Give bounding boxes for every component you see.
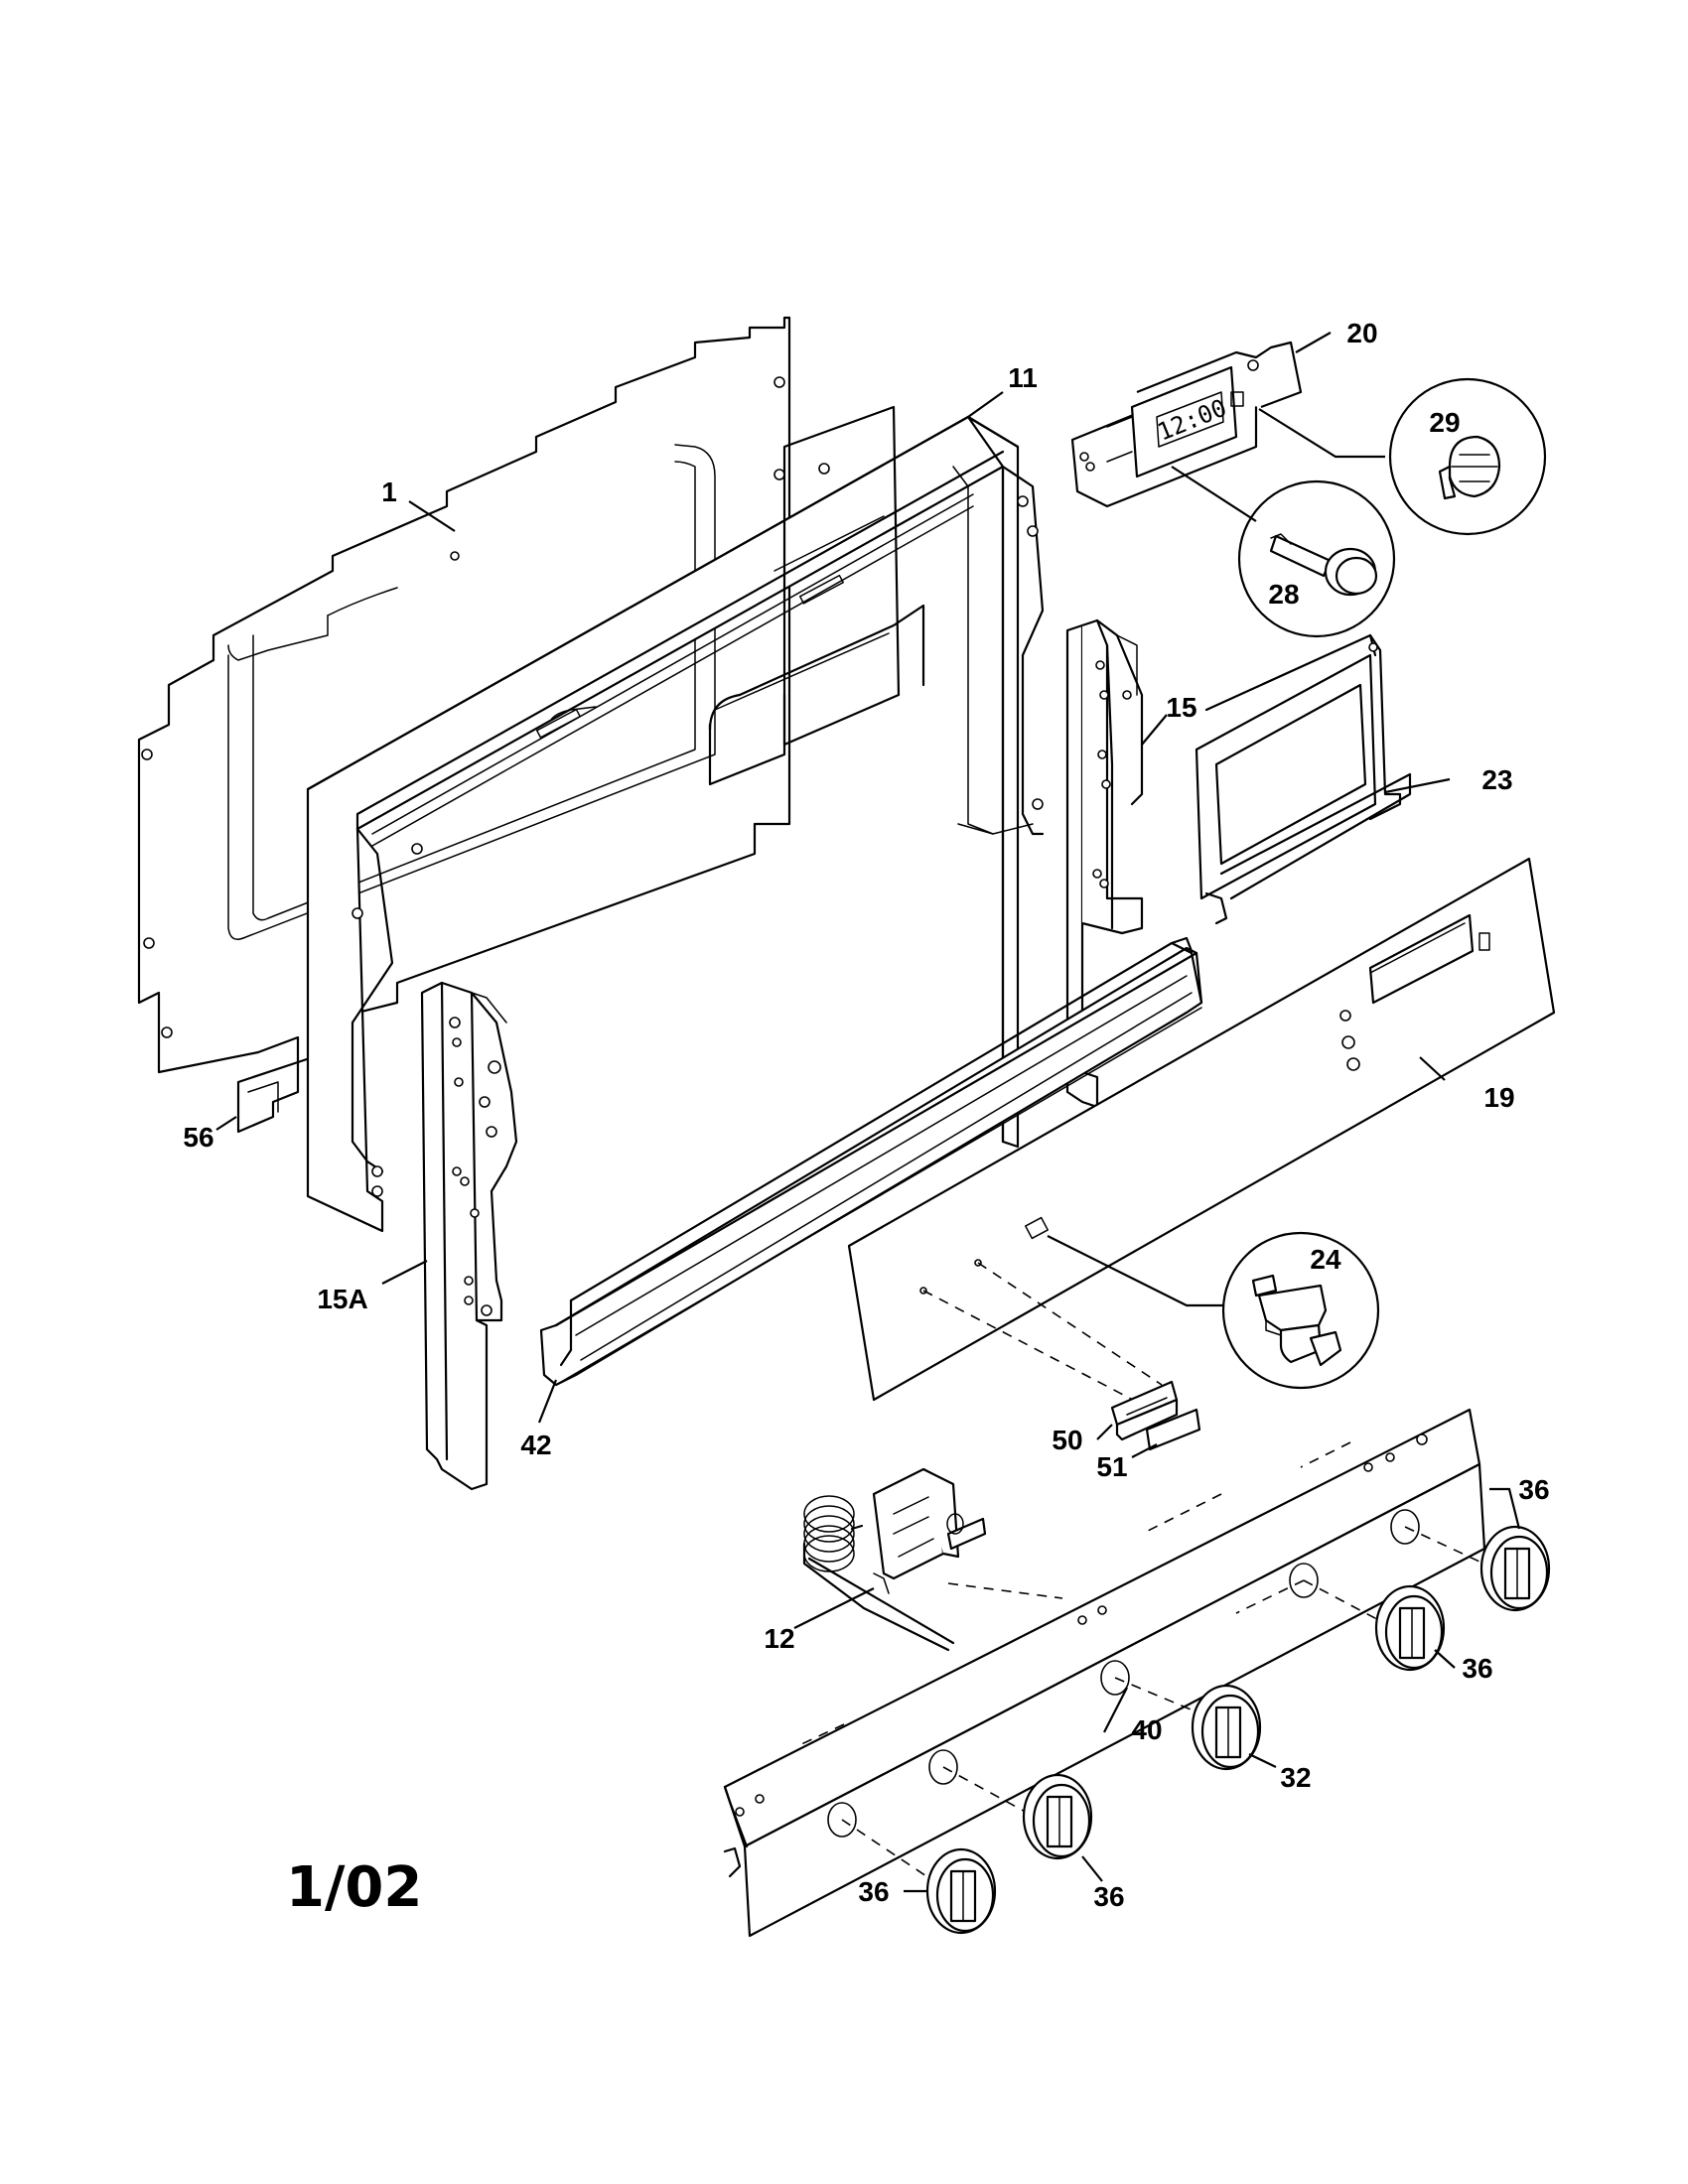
callout-23: 23 [1481, 764, 1512, 795]
callout-51: 51 [1096, 1451, 1127, 1482]
knob-panel-part [723, 1408, 1486, 1938]
switch-insert-part [1145, 1408, 1201, 1451]
knob-36-top-right [1479, 1525, 1551, 1612]
lower-bracket-part [236, 1060, 300, 1134]
knob-shaft-detail [1237, 479, 1396, 638]
clock-button-detail [1388, 377, 1547, 536]
callout-19: 19 [1483, 1082, 1514, 1113]
rocker-switch-detail [1221, 1231, 1380, 1390]
date-code-text: 1/02 [286, 1855, 422, 1920]
callout-1: 1 [381, 477, 397, 507]
callout-11: 11 [1008, 362, 1038, 393]
callout-36-c: 36 [1093, 1881, 1124, 1912]
callout-36-b: 36 [1462, 1653, 1492, 1684]
callout-28: 28 [1268, 579, 1299, 610]
thermostat-part [802, 1467, 987, 1652]
knob-36-lower-middle [1022, 1773, 1093, 1860]
console-frame-part [306, 405, 1045, 1233]
knob-36-mid-right [1374, 1584, 1446, 1672]
right-end-bracket-part [1065, 618, 1144, 1109]
callout-15a: 15A [317, 1284, 367, 1314]
knob-36-bottom-left [925, 1847, 997, 1935]
callout-42: 42 [520, 1430, 551, 1460]
callout-29: 29 [1429, 407, 1460, 438]
callout-56: 56 [183, 1122, 213, 1153]
callout-labels: 1 11 20 29 28 15 23 19 56 15A 42 24 50 5… [183, 318, 1549, 1912]
switch-actuator-part [1110, 1380, 1179, 1441]
clock-timer-part: 12:00 [1070, 341, 1303, 508]
rear-panel-part [137, 316, 791, 1074]
callout-50: 50 [1052, 1425, 1082, 1455]
leader-lines [215, 332, 1521, 1893]
callout-24: 24 [1310, 1244, 1341, 1275]
callout-40: 40 [1131, 1714, 1162, 1745]
knob-32-center [1191, 1684, 1262, 1771]
callout-36-a: 36 [1518, 1474, 1549, 1505]
display-bezel-part [1195, 633, 1412, 925]
control-panel-part [847, 857, 1556, 1402]
callout-32: 32 [1280, 1762, 1311, 1793]
front-rail-part [539, 936, 1203, 1387]
left-end-bracket-part [420, 981, 518, 1491]
callout-20: 20 [1346, 318, 1377, 348]
callout-12: 12 [764, 1623, 794, 1654]
callout-36-d: 36 [858, 1876, 889, 1907]
callout-15: 15 [1166, 692, 1196, 723]
